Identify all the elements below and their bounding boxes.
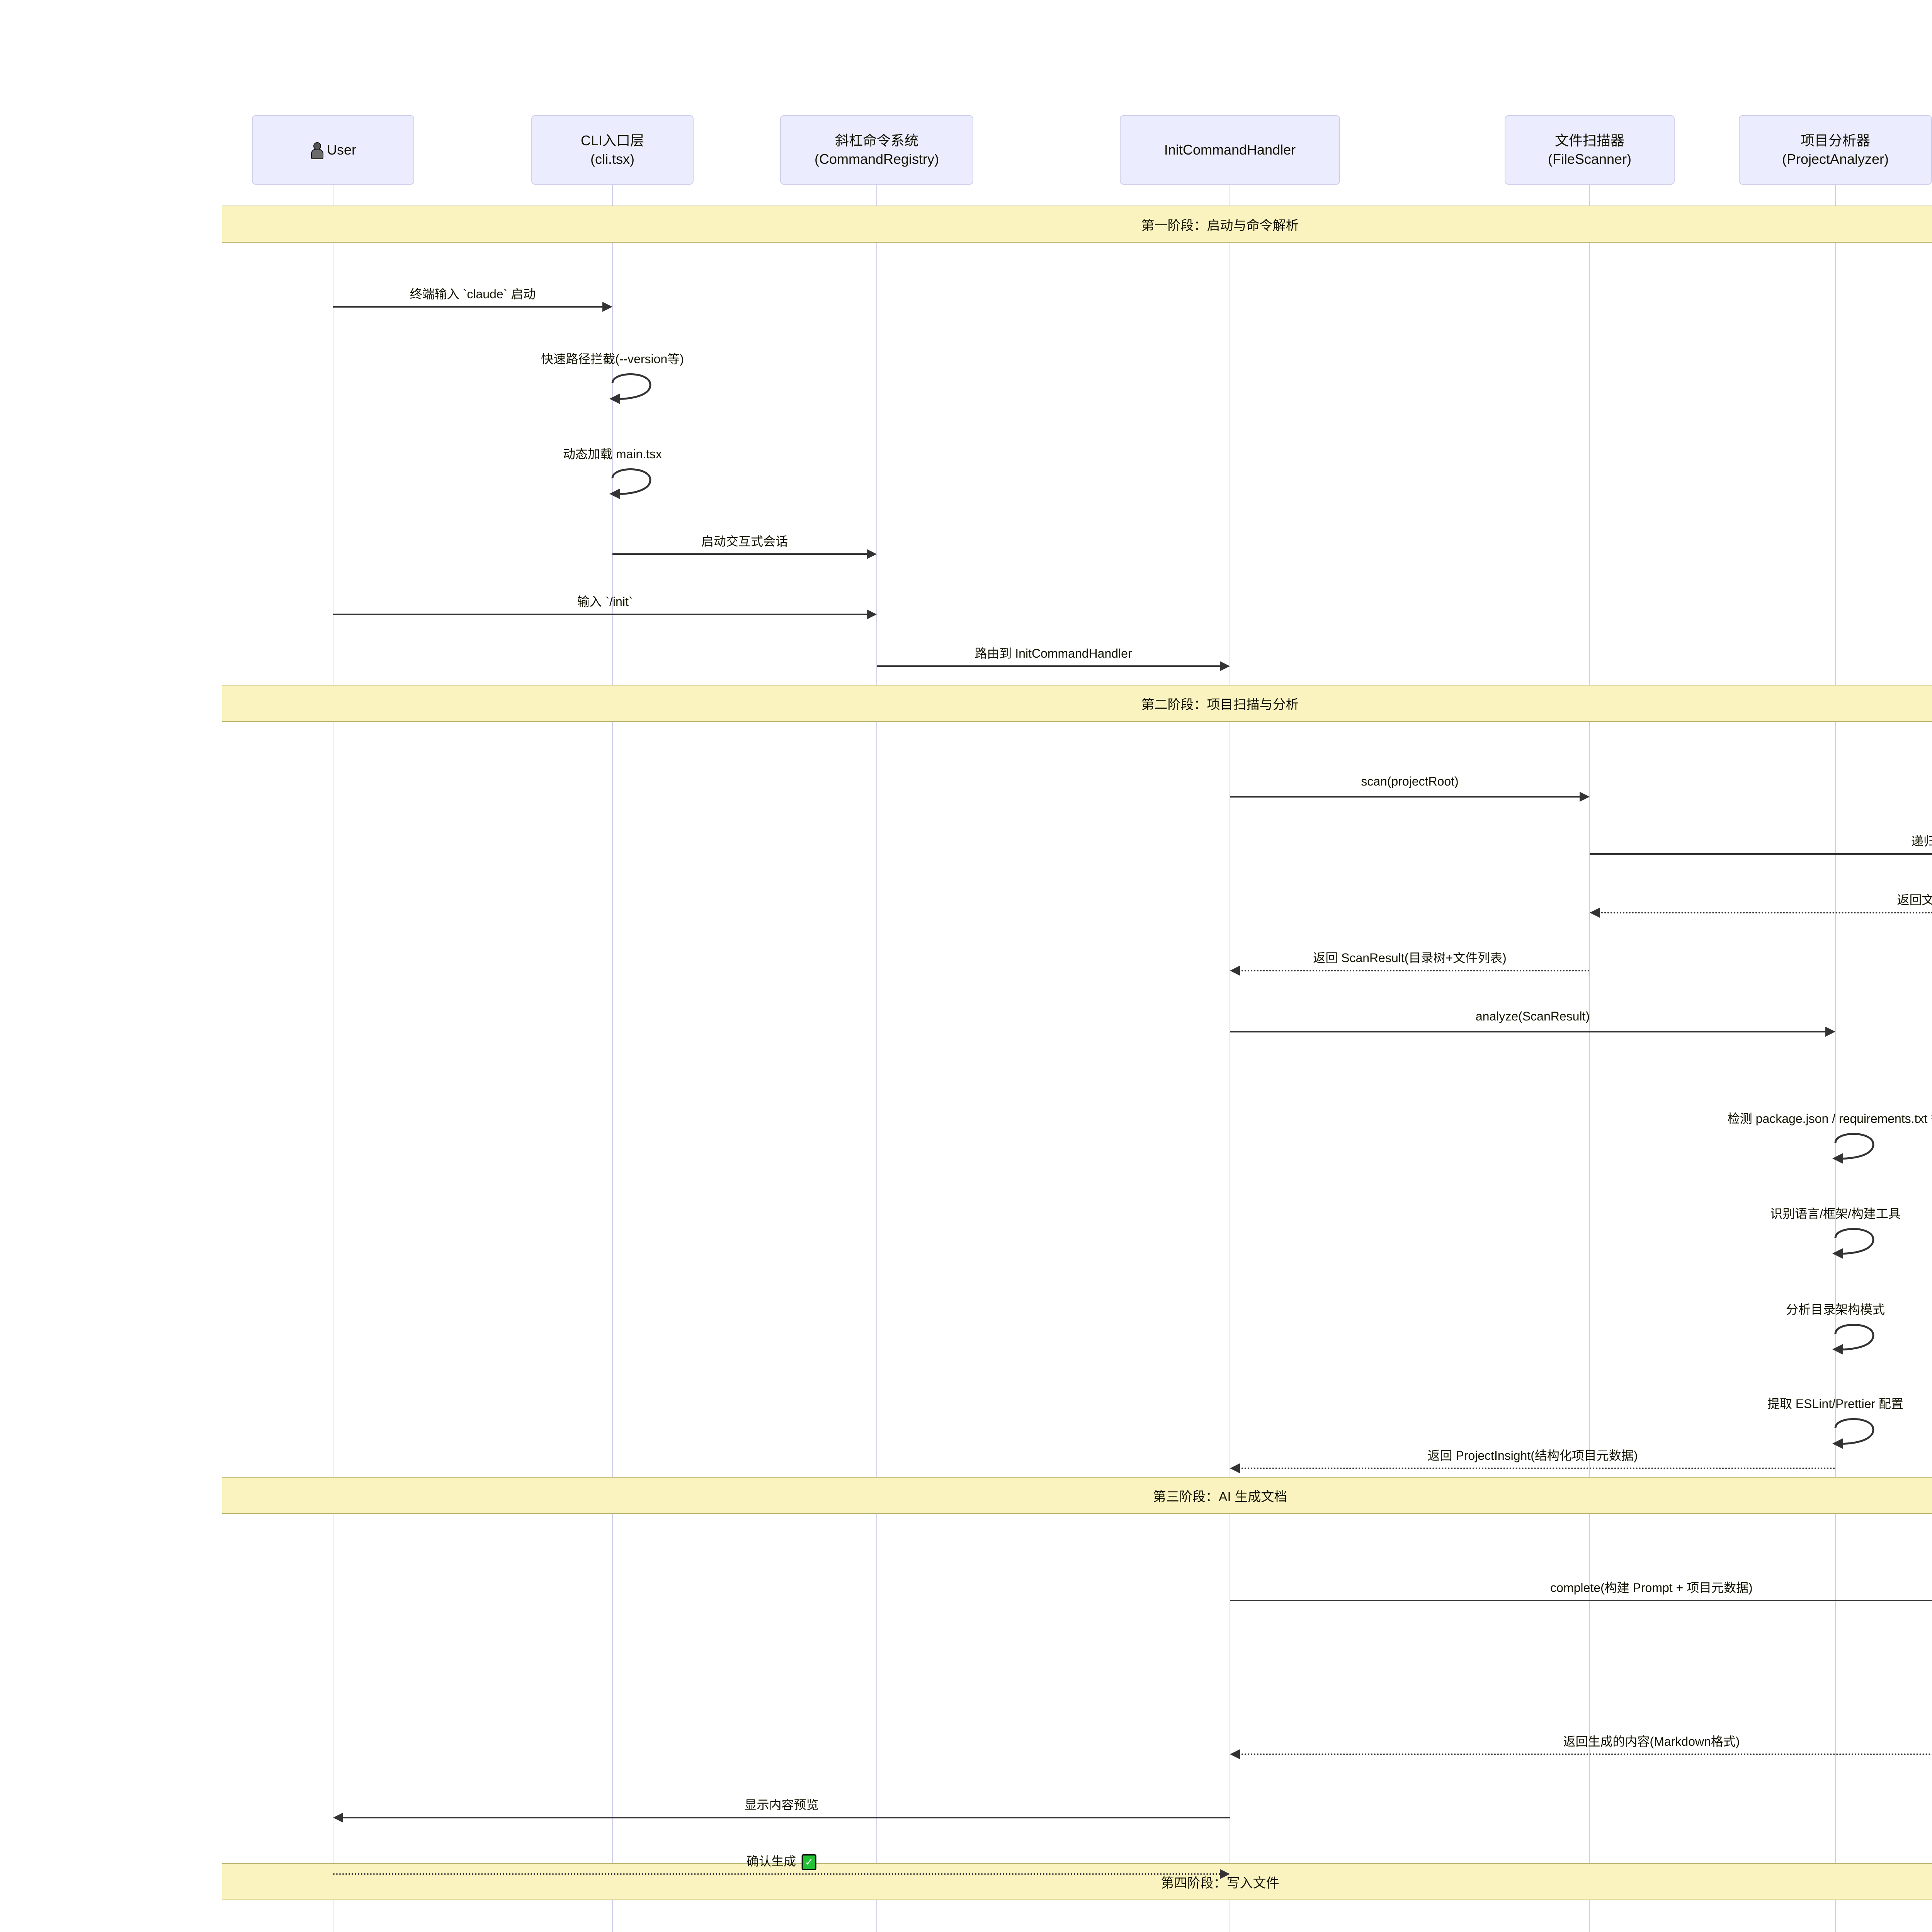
message-label-m15: 提取 ESLint/Prettier 配置 [1767, 1397, 1904, 1411]
arrow-head-m19 [1230, 1749, 1240, 1759]
message-label-m13: 识别语言/框架/构建工具 [1770, 1207, 1901, 1221]
arrow-head-m04 [867, 549, 877, 559]
message-label-m07: scan(projectRoot) [1361, 774, 1459, 788]
participant-user-top[interactable]: User [252, 115, 414, 185]
self-message-m12 [1832, 1132, 1887, 1175]
message-line-m16 [1238, 1468, 1835, 1469]
participant-handler-top[interactable]: InitCommandHandler [1120, 115, 1340, 185]
arrow-head-m11 [1825, 1027, 1835, 1037]
message-line-m09 [1598, 912, 1932, 913]
message-label-m11: analyze(ScanResult) [1475, 1009, 1590, 1023]
participant-label: CLI入口层 (cli.tsx) [580, 133, 645, 167]
participant-cli-top[interactable]: CLI入口层 (cli.tsx) [531, 115, 694, 185]
message-label-m16: 返回 ProjectInsight(结构化项目元数据) [1427, 1449, 1638, 1463]
message-label-m19: 返回生成的内容(Markdown格式) [1563, 1735, 1740, 1748]
message-label-m12: 检测 package.json / requirements.txt 等 [1727, 1112, 1932, 1126]
arrow-head-m20 [333, 1813, 343, 1823]
message-label-m21: 确认生成 ✓ [747, 1852, 816, 1871]
message-label-m01: 终端输入 `claude` 启动 [410, 287, 536, 301]
message-line-m06 [877, 665, 1221, 667]
message-line-m20 [342, 1817, 1230, 1818]
participant-analyzer-top[interactable]: 项目分析器 (ProjectAnalyzer) [1739, 115, 1932, 185]
message-label-m09: 返回文件/目录列表 [1897, 893, 1932, 907]
arrow-head-m06 [1220, 661, 1230, 671]
message-line-m07 [1230, 796, 1581, 798]
lifeline-analyzer [1835, 185, 1836, 1932]
message-line-m21 [333, 1873, 1221, 1875]
arrow-head-m10 [1230, 966, 1240, 976]
message-label-m04: 启动交互式会话 [701, 534, 788, 548]
message-label-m14: 分析目录架构模式 [1786, 1303, 1885, 1316]
lifeline-registry [876, 185, 877, 1932]
message-label-m20: 显示内容预览 [744, 1798, 819, 1812]
participant-registry-top[interactable]: 斜杠命令系统 (CommandRegistry) [780, 115, 973, 185]
arrow-head-m07 [1580, 792, 1590, 802]
self-message-m02 [609, 372, 664, 415]
phase-label: 第一阶段：启动与命令解析 [1141, 218, 1299, 233]
phase-banner-phase4: 第四阶段：写入文件 [222, 1863, 1932, 1900]
arrow-head-m05 [867, 609, 877, 619]
participant-label: User [327, 142, 356, 158]
message-label-m08: 递归遍历目录 [1911, 834, 1932, 848]
message-label-m06: 路由到 InitCommandHandler [975, 646, 1132, 660]
message-line-m08 [1590, 853, 1932, 855]
message-line-m10 [1238, 970, 1590, 971]
message-label-m02: 快速路径拦截(--version等) [541, 352, 684, 366]
arrow-head-m16 [1230, 1463, 1240, 1473]
self-message-m15 [1832, 1417, 1887, 1460]
participant-label: 项目分析器 (ProjectAnalyzer) [1782, 133, 1889, 167]
participant-label: 文件扫描器 (FileScanner) [1548, 133, 1632, 167]
phase-banner-phase1: 第一阶段：启动与命令解析 [222, 206, 1932, 243]
message-line-m19 [1238, 1753, 1932, 1755]
message-label-m10: 返回 ScanResult(目录树+文件列表) [1313, 951, 1507, 965]
arrow-head-m09 [1590, 908, 1600, 918]
self-message-m14 [1832, 1323, 1887, 1366]
arrow-head-m21 [1220, 1869, 1230, 1879]
phase-label: 第三阶段：AI 生成文档 [1153, 1489, 1287, 1504]
message-text: 确认生成 [747, 1854, 800, 1868]
message-line-m01 [333, 306, 604, 308]
message-line-m04 [612, 553, 868, 555]
participant-label: InitCommandHandler [1164, 142, 1296, 158]
message-label-m05: 输入 `/init` [577, 595, 633, 609]
self-message-m13 [1832, 1227, 1887, 1270]
participant-label: 斜杠命令系统 (CommandRegistry) [814, 133, 939, 167]
message-label-m03: 动态加载 main.tsx [563, 447, 662, 461]
lifeline-cli [612, 185, 613, 1932]
self-message-m03 [609, 468, 664, 510]
person-icon [310, 142, 323, 159]
message-line-m11 [1230, 1031, 1827, 1032]
message-line-m17 [1230, 1600, 1932, 1601]
message-line-m05 [333, 614, 868, 615]
check-mark-icon: ✓ [802, 1854, 816, 1871]
phase-banner-phase2: 第二阶段：项目扫描与分析 [222, 685, 1932, 722]
arrow-head-m01 [602, 302, 612, 312]
message-label-m17: complete(构建 Prompt + 项目元数据) [1550, 1581, 1753, 1595]
participant-scanner-top[interactable]: 文件扫描器 (FileScanner) [1505, 115, 1675, 185]
lifeline-scanner [1589, 185, 1590, 1932]
phase-label: 第二阶段：项目扫描与分析 [1141, 697, 1299, 712]
phase-banner-phase3: 第三阶段：AI 生成文档 [222, 1477, 1932, 1514]
